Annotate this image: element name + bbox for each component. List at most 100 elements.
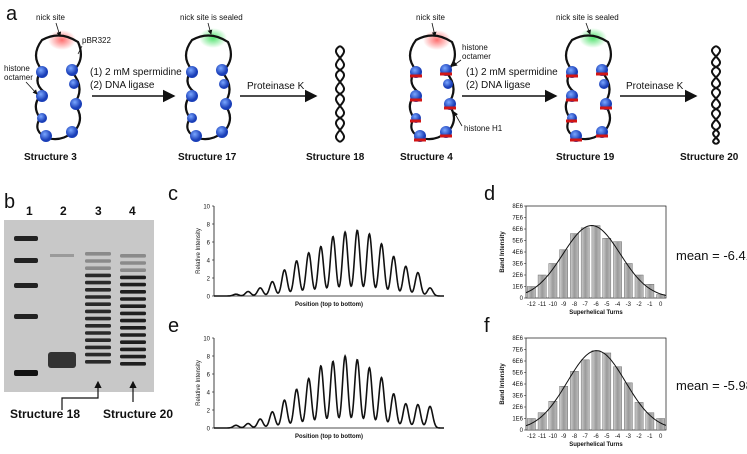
- step1-label-2: (1) 2 mM spermidine: [466, 67, 558, 78]
- x-tick-label: -7: [583, 434, 589, 440]
- structure-3-label: Structure 3: [24, 152, 77, 163]
- annotation-structure-20: Structure 20: [103, 407, 173, 421]
- structure-18-supercoil: [335, 45, 345, 143]
- gel-band: [120, 340, 146, 344]
- y-tick-label: 5E6: [512, 239, 523, 245]
- histogram-bar: [656, 294, 665, 299]
- histone-label-2b: octamer: [462, 52, 491, 61]
- histogram-bar: [634, 274, 644, 299]
- annotation-structure-18: Structure 18: [10, 407, 80, 421]
- y-tick-label: 3E6: [512, 394, 523, 400]
- y-tick-label: 8: [207, 355, 211, 361]
- y-tick-label: 4E6: [512, 382, 523, 388]
- y-axis-label: Band Intensity: [500, 363, 506, 405]
- structure-17-label: Structure 17: [178, 152, 237, 163]
- mean-f: mean = -5.98: [676, 378, 747, 393]
- histogram-bar: [602, 352, 612, 431]
- gel-band: [85, 360, 111, 364]
- histone-h1-marks: [410, 72, 456, 142]
- x-tick-label: -11: [538, 302, 547, 308]
- y-tick-label: 6: [207, 241, 211, 247]
- histone-octamer-label-2: octamer: [4, 73, 33, 82]
- y-tick-label: 0: [207, 295, 211, 301]
- histogram-bar: [580, 227, 590, 299]
- histone-h1-label: histone H1: [464, 124, 503, 133]
- histogram-bar: [559, 249, 568, 299]
- panel-f-letter: f: [484, 315, 490, 337]
- protease-label-1: Proteinase K: [247, 81, 305, 92]
- gel-band: [120, 326, 146, 330]
- y-tick-label: 0: [520, 428, 524, 434]
- x-tick-label: -11: [538, 434, 547, 440]
- y-tick-label: 7E6: [512, 348, 523, 354]
- y-tick-label: 8: [207, 223, 211, 229]
- protease-label-2: Proteinase K: [626, 81, 684, 92]
- x-tick-label: -9: [561, 302, 567, 308]
- intensity-trace: [214, 354, 444, 429]
- histone-label-2a: histone: [462, 43, 488, 52]
- gaussian-fit-curve: [525, 225, 667, 296]
- x-tick-label: -6: [593, 434, 599, 440]
- y-tick-label: 6E6: [512, 359, 523, 365]
- x-tick-label: -5: [604, 434, 610, 440]
- y-tick-label: 4: [207, 391, 211, 397]
- y-tick-label: 1E6: [512, 417, 523, 423]
- y-axis-label: Relative Intensity: [196, 228, 202, 274]
- gel-band: [85, 259, 111, 263]
- gel-band: [120, 311, 146, 316]
- gel-band: [120, 304, 146, 308]
- x-tick-label: -12: [527, 434, 536, 440]
- nick-site-label: nick site: [36, 13, 65, 22]
- x-tick-label: -9: [561, 434, 567, 440]
- y-tick-label: 10: [203, 337, 210, 343]
- y-tick-label: 6: [207, 373, 211, 379]
- gel-band: [85, 302, 111, 306]
- structure-4-label: Structure 4: [400, 152, 453, 163]
- gel-band: [120, 268, 146, 272]
- x-tick-label: -2: [636, 434, 642, 440]
- structure-3-diagram: [34, 30, 83, 142]
- y-axis-label: Band Intensity: [500, 231, 506, 273]
- x-tick-label: 0: [659, 302, 663, 308]
- structure-19-label: Structure 19: [556, 152, 615, 163]
- x-axis-label: Superhelical Turns: [569, 310, 623, 316]
- y-tick-label: 4E6: [512, 250, 523, 256]
- structure-17-diagram: [184, 28, 233, 142]
- x-axis-label: Position (top to bottom): [295, 302, 363, 308]
- step2-label-1: (2) DNA ligase: [90, 80, 155, 91]
- histogram-bar: [591, 225, 601, 299]
- gel-band: [120, 261, 146, 265]
- histogram-bar: [613, 366, 622, 431]
- x-tick-label: -1: [647, 434, 653, 440]
- x-tick-label: -3: [626, 302, 632, 308]
- y-tick-label: 2: [207, 409, 211, 415]
- y-tick-label: 0: [520, 296, 524, 302]
- y-tick-label: 0: [207, 427, 211, 433]
- gel-band: [120, 297, 146, 301]
- histogram-bar: [559, 386, 568, 431]
- lane-1-label: 1: [26, 204, 33, 218]
- panel-a-letter: a: [6, 3, 18, 25]
- y-tick-label: 8E6: [512, 336, 523, 342]
- gel-band: [85, 316, 111, 321]
- gel-band: [85, 352, 111, 357]
- gaussian-fit-curve: [525, 350, 667, 427]
- histogram-bar: [570, 233, 579, 299]
- y-tick-label: 7E6: [512, 216, 523, 222]
- gel-bands: [14, 236, 146, 376]
- gel-band: [120, 347, 146, 352]
- plasmid-loop: [34, 34, 83, 141]
- gel-band: [85, 280, 111, 285]
- histogram-bar: [591, 350, 601, 431]
- nick-site-glow: [48, 30, 76, 50]
- structure-18-label: Structure 18: [306, 152, 365, 163]
- gel-band: [120, 354, 146, 359]
- gel-band: [85, 331, 111, 335]
- structure-20-label: Structure 20: [680, 152, 739, 163]
- gel-band: [120, 275, 146, 280]
- x-tick-label: -2: [636, 302, 642, 308]
- histogram-bar: [613, 241, 622, 299]
